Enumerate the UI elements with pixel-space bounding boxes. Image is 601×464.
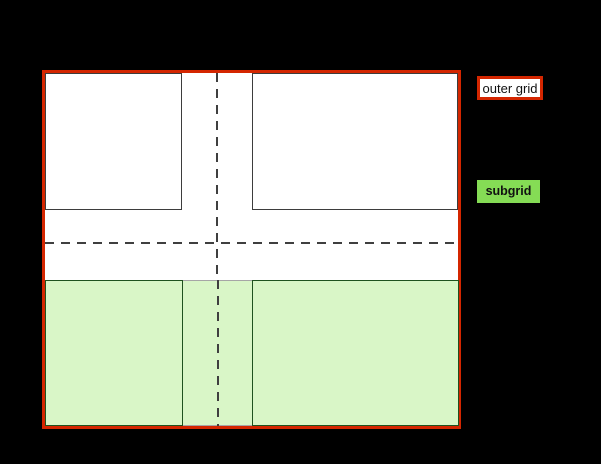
- outer-grid-interior: [45, 73, 459, 426]
- subgrid-column-gap-dashed-line: [217, 280, 219, 426]
- grid-cell-top-left: [45, 73, 182, 210]
- subgrid-cell-right: [252, 280, 459, 426]
- legend-subgrid-chip: subgrid: [477, 180, 540, 203]
- subgrid-panel: [45, 280, 459, 426]
- legend-subgrid-label: subgrid: [485, 184, 532, 199]
- row-gap-dashed-line: [45, 242, 458, 244]
- column-gap-dashed-line: [216, 73, 218, 426]
- outer-grid-rectangle: [42, 70, 461, 429]
- grid-cell-top-right: [252, 73, 458, 210]
- legend-outer-grid-label: outer grid: [482, 80, 538, 96]
- subgrid-cell-left: [45, 280, 183, 426]
- legend-outer-grid-chip: outer grid: [477, 76, 543, 100]
